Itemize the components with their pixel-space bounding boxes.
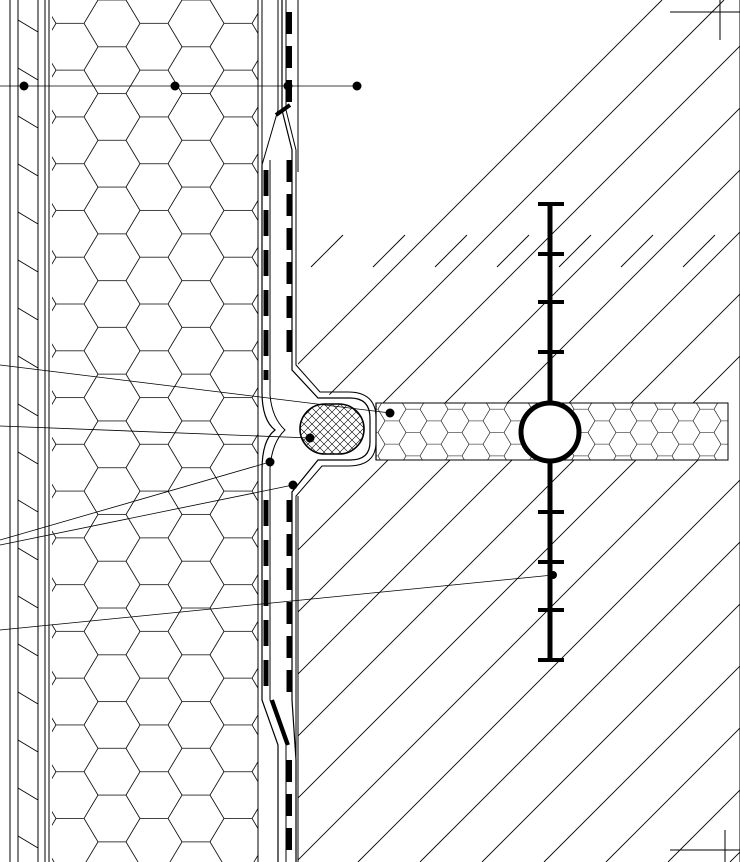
hexagon-insulation-layer — [52, 0, 259, 862]
cladding-tick — [17, 67, 39, 81]
concrete-hatch-line — [298, 0, 663, 862]
cladding-tick — [17, 259, 39, 273]
cladding-tick — [17, 19, 39, 33]
exterior-cladding-rails — [9, 0, 50, 862]
cladding-tick — [17, 307, 39, 321]
cladding-tick — [17, 691, 39, 705]
cladding-tick — [17, 499, 39, 513]
frame-corner-marks — [670, 0, 740, 862]
waterproof-membrane — [261, 0, 377, 862]
cladding-tick — [17, 835, 39, 849]
concrete-hatch-line — [543, 0, 740, 862]
concrete-hatch-line — [419, 0, 740, 862]
cladding-tick — [17, 355, 39, 369]
concrete-hatch-line — [481, 0, 740, 862]
leader-dots — [19, 81, 557, 579]
concrete-hatch-line — [298, 0, 725, 862]
cladding-tick — [17, 451, 39, 465]
leader-lines — [0, 85, 554, 631]
waterstop-with-bulb — [518, 202, 582, 662]
cladding-tick — [17, 115, 39, 129]
concrete-aggregate-dash — [1, 235, 33, 267]
cladding-tick — [17, 547, 39, 561]
concrete-hatch-line — [357, 0, 740, 862]
concrete-aggregate-dash — [372, 234, 406, 268]
cladding-tick — [17, 403, 39, 417]
cladding-tick — [17, 595, 39, 609]
cladding-tick — [17, 643, 39, 657]
concrete-aggregate-dash — [496, 234, 530, 268]
cladding-tick — [17, 163, 39, 177]
cladding-tick — [17, 787, 39, 801]
concrete-aggregate-dash — [434, 234, 468, 268]
cladding-tick — [17, 211, 39, 225]
concrete-aggregate-dash — [558, 234, 592, 268]
cladding-tick — [17, 739, 39, 753]
concrete-aggregate-dash — [310, 234, 344, 268]
concrete-aggregate-dash — [620, 234, 654, 268]
backer-rod — [299, 403, 365, 455]
concrete-aggregate-dash — [682, 234, 716, 268]
